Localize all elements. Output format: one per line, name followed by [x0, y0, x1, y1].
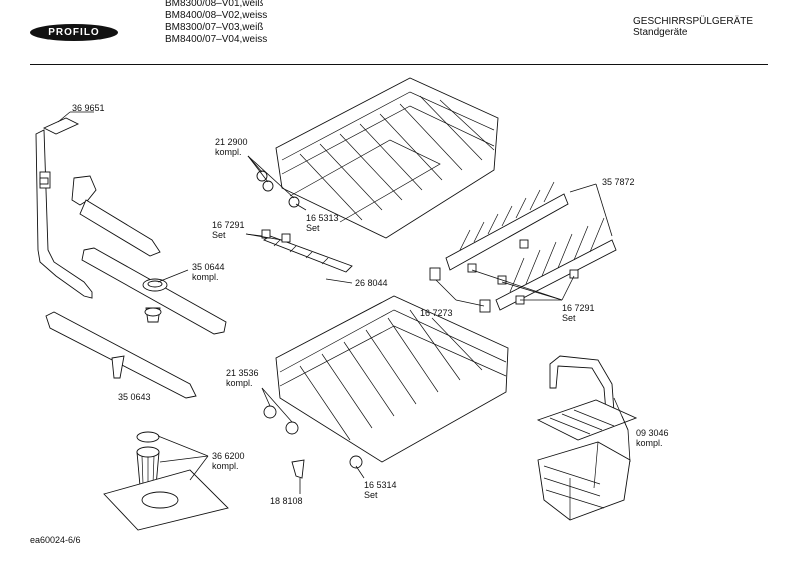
spray-arm-holder [71, 175, 161, 257]
part-label-165313: 16 5313 Set [306, 213, 339, 233]
part-suffix: kompl. [215, 147, 242, 157]
part-label-357872: 35 7872 [602, 177, 635, 187]
part-number: 21 3536 [226, 368, 259, 378]
leader-lines [57, 111, 631, 494]
part-number: 16 5314 [364, 480, 397, 490]
model-line: BM8300/07–V03,weiß [165, 22, 264, 33]
profilo-logo: PROFILO [30, 24, 118, 41]
model-line: BM8300/08–V01,weiß [165, 0, 264, 9]
category-block: GESCHIRRSPÜLGERÄTE Standgeräte [633, 16, 753, 38]
model-line: BM8400/08–V02,weiss [165, 10, 268, 21]
part-suffix: Set [212, 230, 226, 240]
part-suffix: kompl. [192, 272, 219, 282]
header-divider [30, 64, 768, 65]
model-list: BM8300/08–V01,weiß BM8400/08–V02,weiss B… [165, 0, 267, 46]
tine-racks [429, 181, 617, 313]
part-number: 35 7872 [602, 177, 635, 187]
lower-spray-arm [45, 311, 197, 399]
part-suffix: Set [562, 313, 576, 323]
category-title: GESCHIRRSPÜLGERÄTE [633, 16, 754, 27]
upper-spray-arm [81, 247, 227, 335]
part-number: 16 7273 [420, 308, 453, 318]
part-label-350643: 35 0643 [118, 392, 151, 402]
part-label-350644: 35 0644 kompl. [192, 262, 225, 282]
part-label-366200: 36 6200 kompl. [212, 451, 245, 471]
part-label-167291b: 16 7291 Set [562, 303, 595, 323]
part-label-268044: 26 8044 [355, 278, 388, 288]
part-suffix: Set [364, 490, 378, 500]
part-number: 36 6200 [212, 451, 245, 461]
part-label-213536: 21 3536 kompl. [226, 368, 259, 388]
part-number: 18 8108 [270, 496, 303, 506]
part-number: 35 0643 [118, 392, 151, 402]
part-suffix: kompl. [636, 438, 663, 448]
part-number: 26 8044 [355, 278, 388, 288]
part-number: 16 7291 [562, 303, 595, 313]
upper-basket [256, 77, 499, 239]
part-label-165314: 16 5314 Set [364, 480, 397, 500]
cutlery-basket [536, 355, 638, 521]
part-label-167291a: 16 7291 Set [212, 220, 245, 240]
part-label-369651: 36 9651 [72, 103, 105, 113]
part-suffix: kompl. [212, 461, 239, 471]
part-number: 21 2900 [215, 137, 248, 147]
part-number: 09 3046 [636, 428, 669, 438]
part-number: 35 0644 [192, 262, 225, 272]
part-suffix: kompl. [226, 378, 253, 388]
part-number: 36 9651 [72, 103, 105, 113]
part-label-212900: 21 2900 kompl. [215, 137, 248, 157]
part-label-188108: 18 8108 [270, 496, 303, 506]
subcategory-title: Standgeräte [633, 27, 688, 38]
part-label-167273: 16 7273 [420, 308, 453, 318]
lower-basket [263, 295, 509, 479]
part-number: 16 7291 [212, 220, 245, 230]
part-label-093046: 09 3046 kompl. [636, 428, 669, 448]
drawing-reference: ea60024-6/6 [30, 535, 81, 545]
filter-assembly [103, 431, 229, 531]
part-suffix: Set [306, 223, 320, 233]
basket-rail [261, 229, 353, 273]
model-line: BM8400/07–V04,weiss [165, 34, 268, 45]
part-number: 16 5313 [306, 213, 339, 223]
